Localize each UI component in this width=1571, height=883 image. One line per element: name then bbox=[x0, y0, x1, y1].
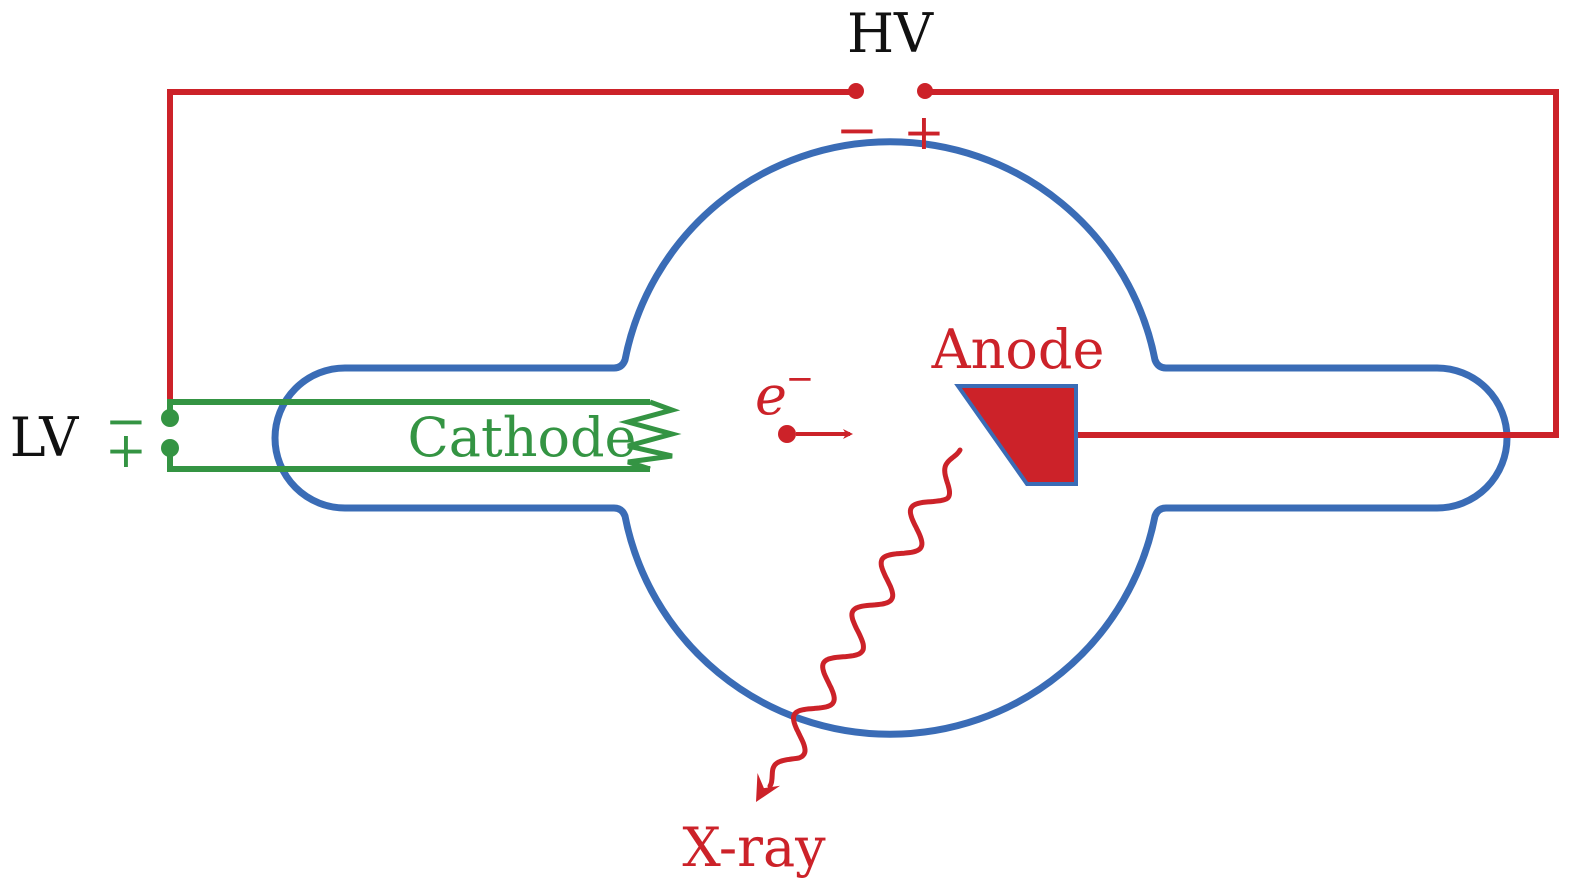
hv-minus-sign: − bbox=[836, 101, 878, 159]
electron-label: e bbox=[755, 364, 787, 427]
lv-terminal-bottom bbox=[161, 439, 179, 457]
lv-minus-sign: − bbox=[105, 392, 147, 450]
lv-label: LV bbox=[10, 406, 79, 469]
hv-wire-right bbox=[925, 89, 1559, 438]
hv-wire-left bbox=[167, 89, 856, 400]
hv-plus-sign: + bbox=[903, 103, 945, 161]
lv-terminal-top bbox=[161, 409, 179, 427]
tube-envelope bbox=[271, 138, 1511, 738]
xray-arrowhead bbox=[756, 773, 781, 802]
electron-charge-label: − bbox=[786, 359, 815, 399]
hv-negative-terminal bbox=[848, 83, 864, 99]
anode-label: Anode bbox=[931, 318, 1105, 381]
anode-target bbox=[954, 384, 1078, 486]
lv-plus-sign: + bbox=[105, 421, 147, 479]
xray-wave-arrow bbox=[767, 447, 963, 789]
cathode-filament-coil bbox=[618, 399, 682, 472]
hv-label: HV bbox=[847, 2, 934, 65]
hv-positive-terminal bbox=[917, 83, 933, 99]
xray-label: X-ray bbox=[682, 816, 826, 879]
electron-dot bbox=[778, 425, 796, 443]
cathode-label: Cathode bbox=[407, 406, 636, 469]
